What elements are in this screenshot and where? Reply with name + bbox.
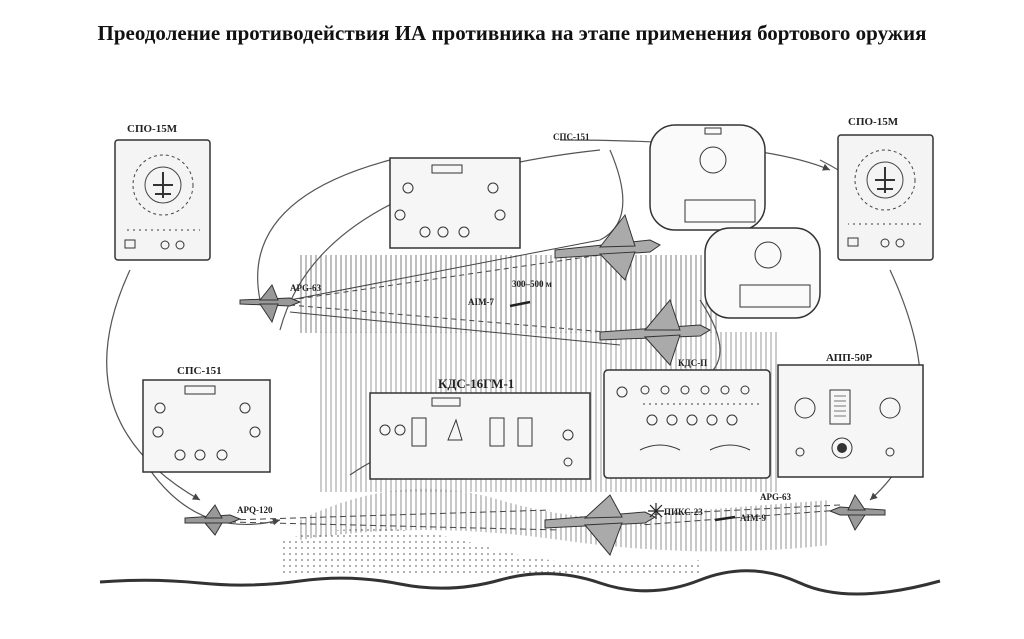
aim9-missile-icon <box>714 515 736 522</box>
aim7-missile-icon <box>509 300 531 308</box>
app50r-panel <box>777 364 924 478</box>
spo15m-right-panel <box>837 134 934 261</box>
own-aircraft-top-icon <box>554 213 661 281</box>
radar-beams <box>229 239 841 531</box>
indicator-callout-1 <box>649 124 766 231</box>
piks23-label: ПИКС-23 <box>664 507 703 517</box>
kdsp-panel <box>603 369 771 479</box>
enemy-fighter-left-icon <box>239 284 302 324</box>
sps151-top-label: СПС-151 <box>553 132 590 142</box>
apq120-label: APQ-120 <box>237 505 273 515</box>
kdsp-label: КДС-П <box>678 358 707 368</box>
app50r-label: АПП-50Р <box>826 352 872 364</box>
distance-label: 300–500 м <box>512 279 552 289</box>
enemy-fighter-bottom-left-icon <box>184 504 242 536</box>
apg63-top-label: APG-63 <box>290 283 321 293</box>
spo15m-left-panel <box>114 139 211 261</box>
page-title: Преодоление противодействия ИА противник… <box>97 21 927 45</box>
aim9-label: AIM-9 <box>740 513 766 523</box>
sps151-left-panel <box>142 379 271 473</box>
sps151-top-panel <box>389 157 521 249</box>
own-aircraft-mid-icon <box>599 298 712 366</box>
spo15m-right-label: СПО-15М <box>848 116 899 128</box>
indicator-callout-2 <box>704 227 821 319</box>
kds16gm1-panel <box>369 392 591 480</box>
aim7-label: AIM-7 <box>468 297 494 307</box>
spo15m-left-label: СПО-15М <box>127 123 178 135</box>
kds16gm1-label: КДС-16ГМ-1 <box>438 376 514 391</box>
sps151-left-label: СПС-151 <box>177 365 222 377</box>
piks23-burst-icon <box>648 503 664 519</box>
apg63-bottom-label: APG-63 <box>760 492 791 502</box>
own-aircraft-bottom-icon <box>544 494 657 556</box>
enemy-fighter-bottom-right-icon <box>828 493 886 532</box>
ground-line <box>99 569 941 596</box>
